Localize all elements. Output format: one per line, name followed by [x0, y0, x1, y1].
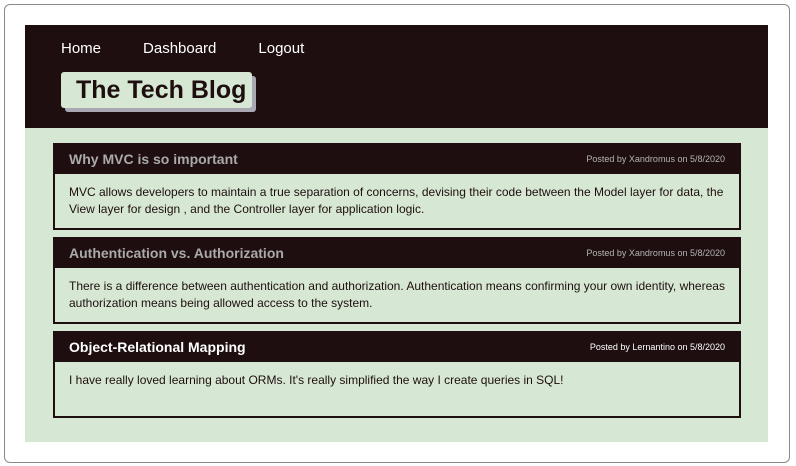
- post-meta: Posted by Lernantino on 5/8/2020: [589, 342, 725, 352]
- post-card: Object-Relational Mapping Posted by Lern…: [53, 331, 741, 418]
- site-header: Home Dashboard Logout The Tech Blog: [25, 25, 768, 128]
- post-header[interactable]: Authentication vs. Authorization Posted …: [55, 239, 739, 268]
- post-title[interactable]: Object-Relational Mapping: [69, 339, 246, 355]
- post-card: Authentication vs. Authorization Posted …: [53, 237, 741, 324]
- post-body: MVC allows developers to maintain a true…: [69, 185, 724, 216]
- post-body: I have really loved learning about ORMs.…: [69, 373, 564, 387]
- main-nav: Home Dashboard Logout: [61, 40, 346, 58]
- post-meta: Posted by Xandromus on 5/8/2020: [586, 154, 725, 164]
- post-title[interactable]: Authentication vs. Authorization: [69, 245, 284, 261]
- post-header[interactable]: Why MVC is so important Posted by Xandro…: [55, 145, 739, 174]
- post-card: Why MVC is so important Posted by Xandro…: [53, 143, 741, 230]
- post-header[interactable]: Object-Relational Mapping Posted by Lern…: [55, 333, 739, 362]
- post-body: There is a difference between authentica…: [69, 279, 725, 310]
- post-meta: Posted by Xandromus on 5/8/2020: [586, 248, 725, 258]
- post-title[interactable]: Why MVC is so important: [69, 151, 238, 167]
- nav-logout-link[interactable]: Logout: [258, 40, 305, 57]
- nav-dashboard-link[interactable]: Dashboard: [143, 40, 217, 57]
- site-logo[interactable]: The Tech Blog: [61, 72, 256, 112]
- site-title: The Tech Blog: [61, 72, 252, 108]
- nav-home-link[interactable]: Home: [61, 40, 102, 57]
- page: Home Dashboard Logout The Tech Blog Why …: [25, 25, 768, 442]
